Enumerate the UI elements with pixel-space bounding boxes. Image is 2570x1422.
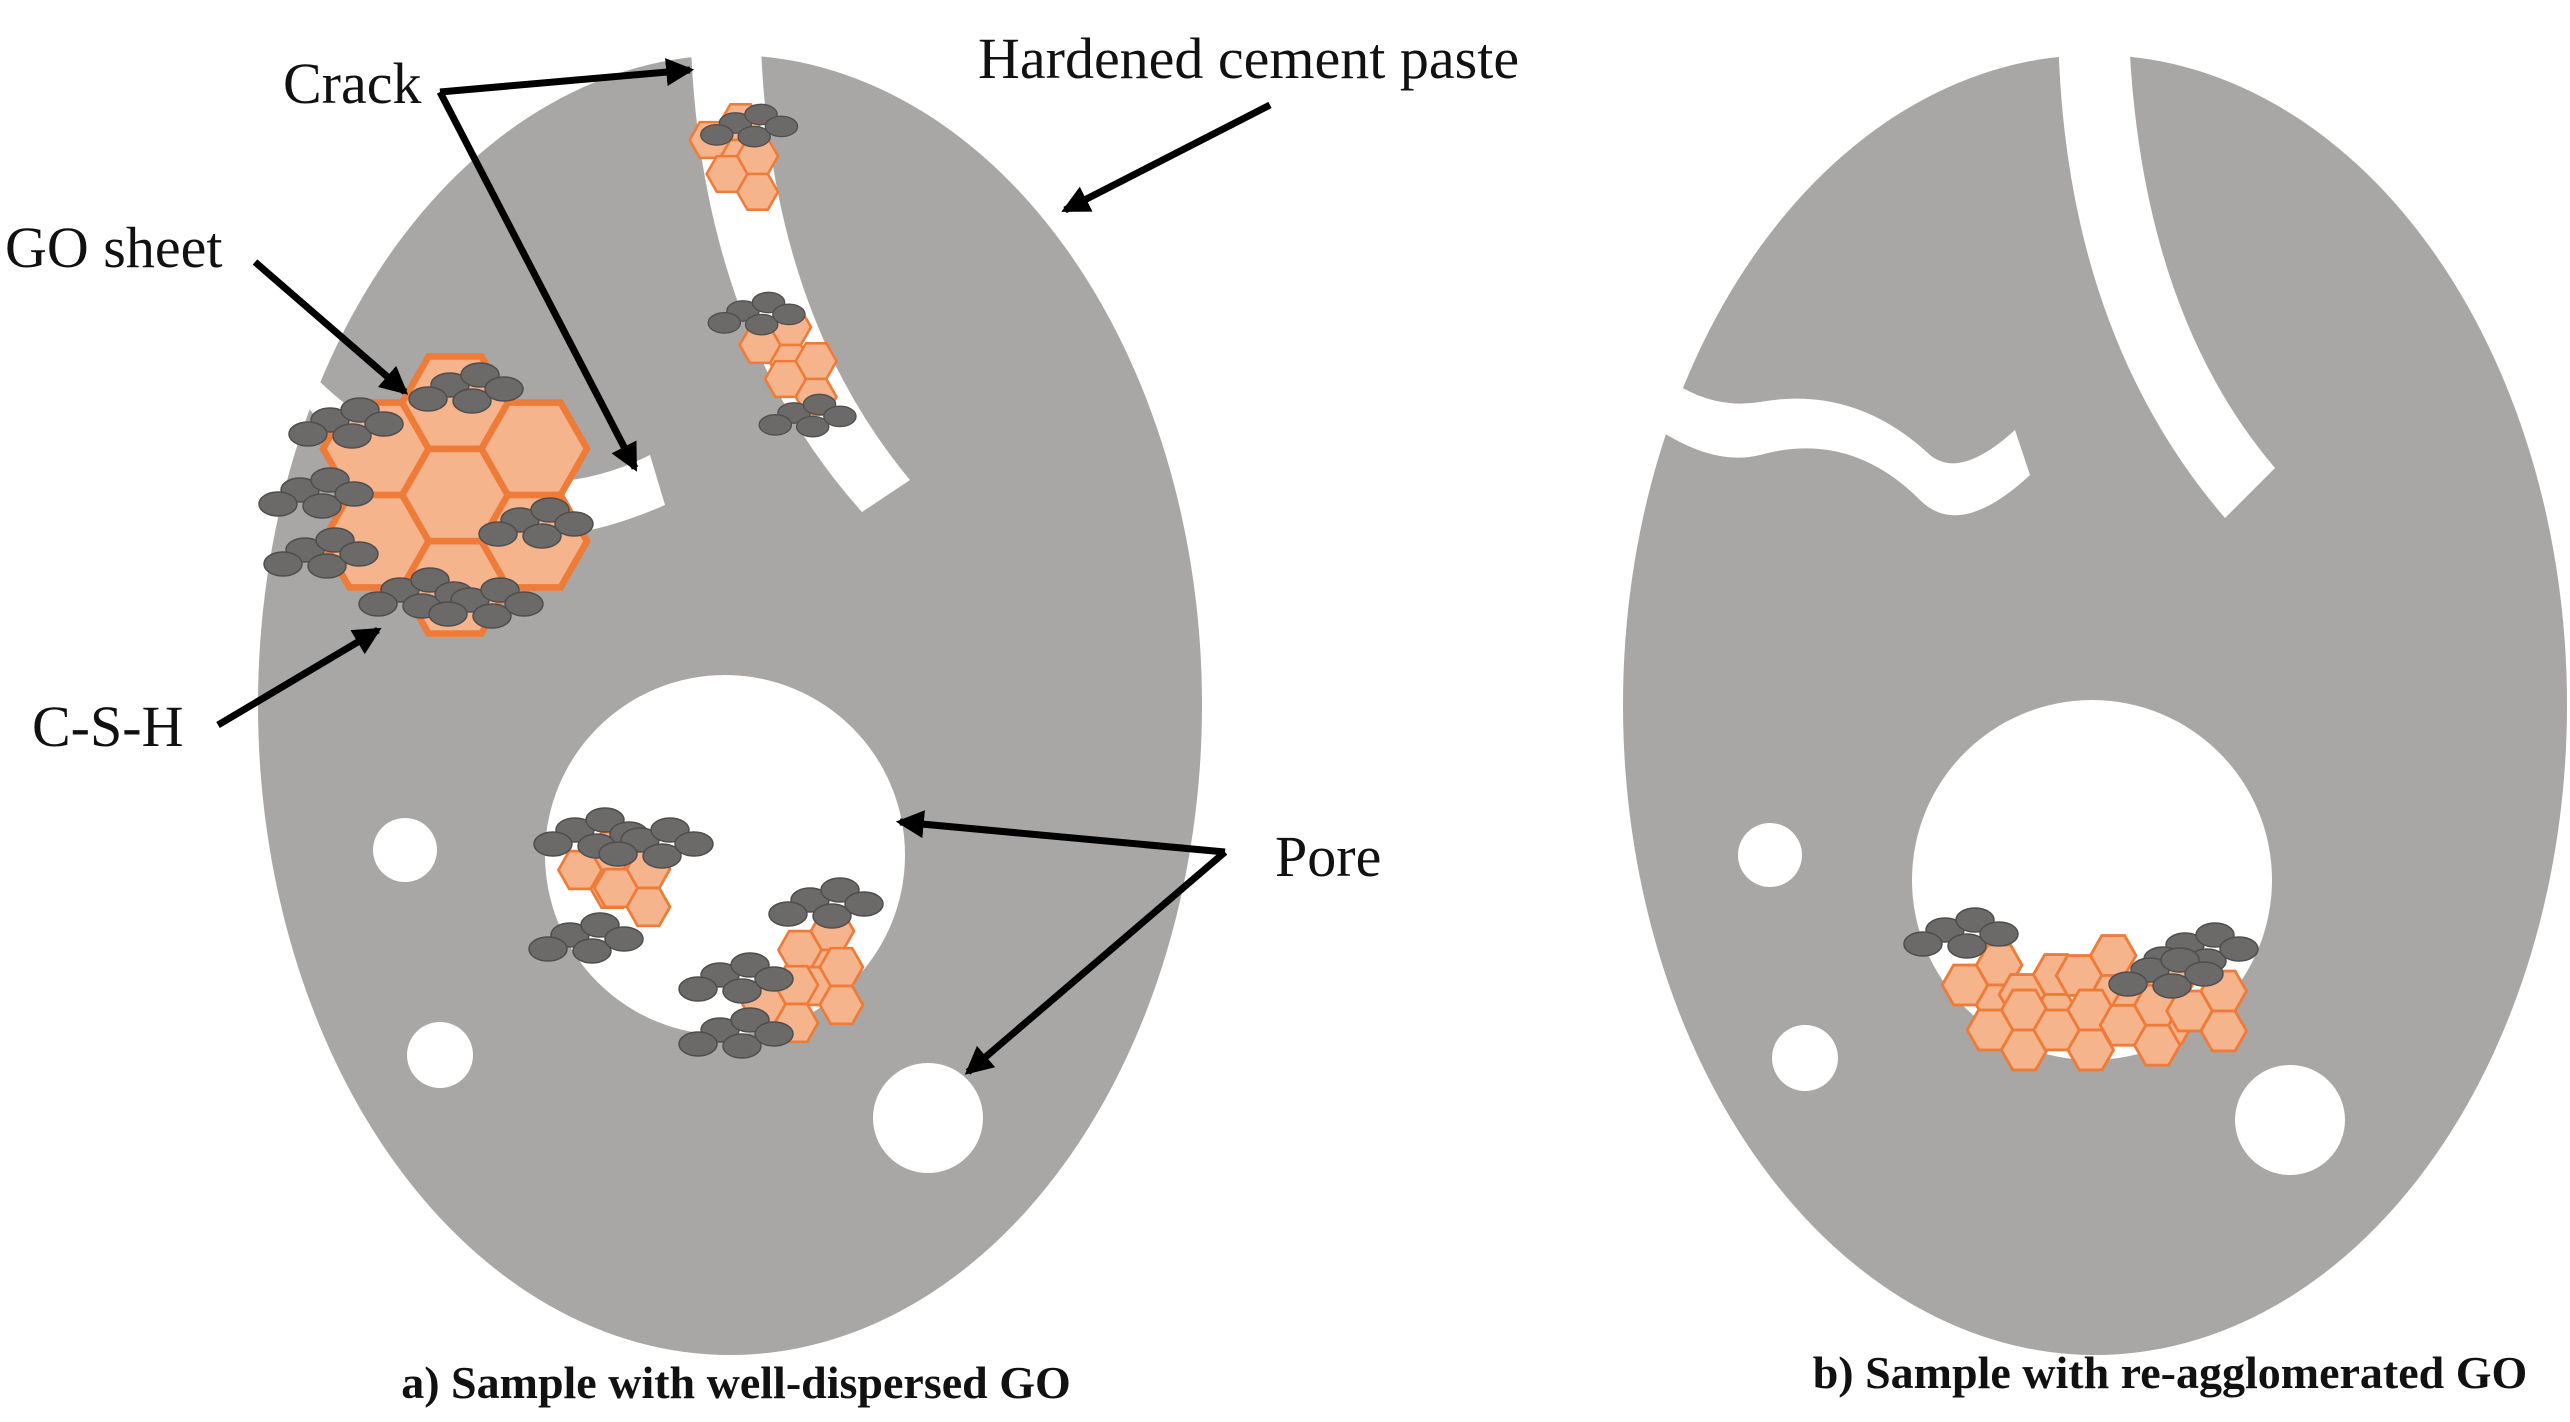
pore-small-b-2	[1772, 1025, 1838, 1091]
crack-wavy-b	[1620, 360, 2030, 516]
pore-small-a-3	[873, 1063, 983, 1173]
label-hardened-cement-paste: Hardened cement paste	[978, 26, 1519, 91]
panel-b	[1620, 0, 2567, 1355]
arrows-a	[216, 58, 1272, 1075]
pore-small-b-3	[2235, 1065, 2345, 1175]
label-go-sheet: GO sheet	[5, 215, 222, 280]
pore-small-a-2	[407, 1022, 473, 1088]
caption-panel-b: b) Sample with re-agglomerated GO	[1813, 1347, 2528, 1398]
crack-left-a	[300, 380, 665, 537]
pore-small-b-1	[1738, 823, 1802, 887]
panel-a	[216, 0, 1272, 1355]
caption-panel-a: a) Sample with well-dispersed GO	[401, 1357, 1071, 1408]
label-crack: Crack	[283, 51, 422, 116]
go-sheet-main-a	[323, 356, 587, 633]
crack-vertical-b	[2057, 0, 2275, 518]
label-csh: C-S-H	[32, 694, 183, 759]
pore-small-a-1	[373, 818, 437, 882]
label-pore: Pore	[1275, 824, 1381, 889]
